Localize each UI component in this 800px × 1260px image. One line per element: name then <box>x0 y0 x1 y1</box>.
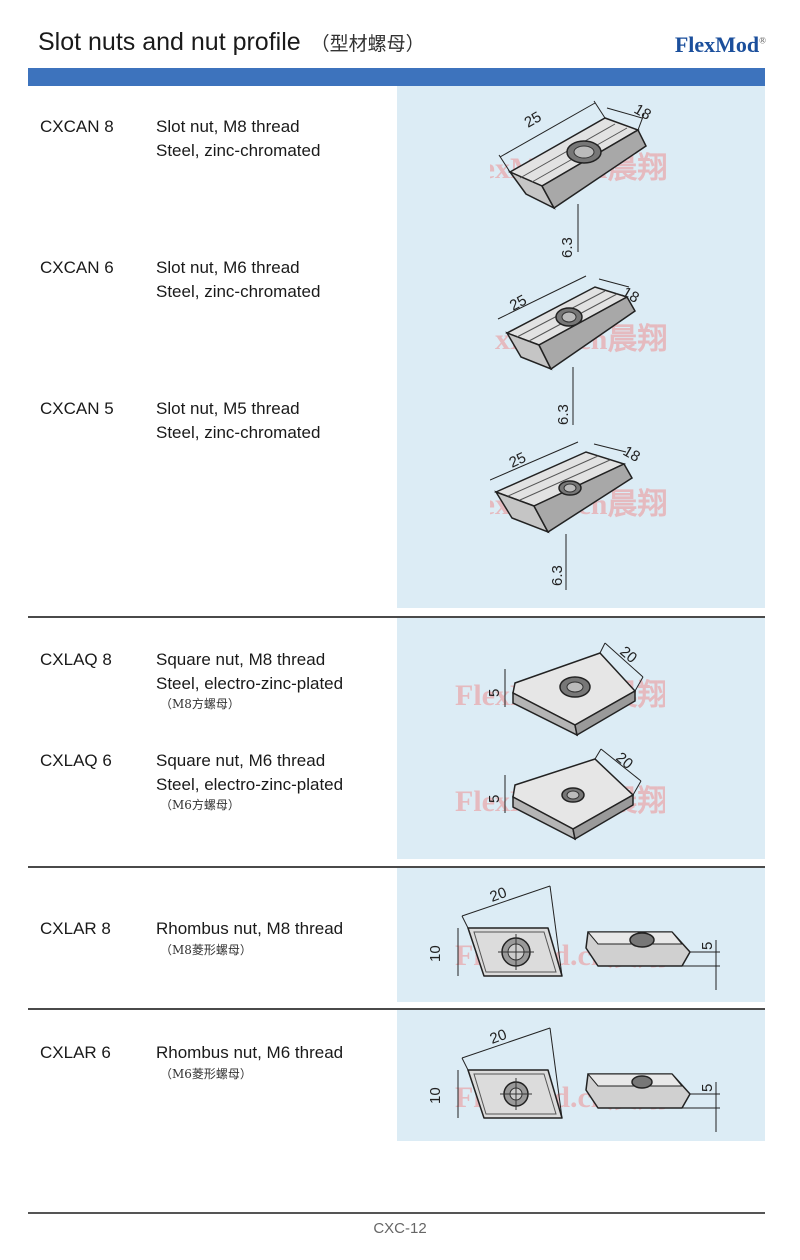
registered-mark: ® <box>759 35 766 46</box>
section-divider <box>28 1008 765 1010</box>
chinese-name: （M8方螺母） <box>160 697 240 711</box>
width-dimension: 18 <box>631 101 654 124</box>
product-code: CXLAQ 6 <box>40 751 112 770</box>
material-line: Steel, electro-zinc-plated <box>156 775 344 794</box>
height-dimension: 6.3 <box>549 565 566 586</box>
length-dimension: 25 <box>522 108 545 131</box>
chinese-name: （M6方螺母） <box>160 798 240 812</box>
title-text: Slot nuts and nut profile <box>38 28 301 56</box>
material-line: Steel, zinc-chromated <box>156 423 321 442</box>
height-dimension: 5 <box>486 689 503 697</box>
slot-nut-drawing-m8: FlexMod.cn晨翔 25 18 6.3 <box>490 100 705 270</box>
material-line: Steel, zinc-chromated <box>156 282 321 301</box>
width-dimension: 20 <box>612 749 636 773</box>
description-line: Slot nut, M6 thread <box>156 258 300 277</box>
description-line: Slot nut, M5 thread <box>156 399 300 418</box>
footer-rule <box>28 1212 765 1214</box>
product-description: Rhombus nut, M8 thread <box>156 917 343 941</box>
length-dimension: 20 <box>488 884 509 906</box>
length-dimension: 25 <box>507 292 530 315</box>
length-dimension: 25 <box>507 449 529 471</box>
brand-logo: FlexMod® <box>675 32 766 58</box>
width-dimension: 20 <box>616 643 640 667</box>
slot-nut-drawing-m5: FlexMod.cn晨翔 25 18 6.3 <box>490 440 690 600</box>
title-chinese: （型材螺母） <box>310 33 425 55</box>
description-line: Rhombus nut, M8 thread <box>156 919 344 938</box>
square-nut-drawing-m6: FlexMod.cn晨翔 5 20 <box>455 745 665 855</box>
header-bar <box>28 68 765 86</box>
product-code: CXLAQ 8 <box>40 650 112 669</box>
description-line: Square nut, M6 thread <box>156 751 326 770</box>
height-dimension: 5 <box>486 795 503 803</box>
width-dimension: 18 <box>620 443 643 466</box>
section-divider <box>28 616 765 618</box>
product-code: CXCAN 5 <box>40 399 114 418</box>
product-code: CXCAN 6 <box>40 258 114 277</box>
description-line: Rhombus nut, M6 thread <box>156 1043 344 1062</box>
height-dimension: 5 <box>699 1084 716 1092</box>
product-code: CXLAR 6 <box>40 1043 111 1062</box>
width-dimension: 10 <box>427 1087 444 1104</box>
brand-name: FlexMod <box>674 32 760 57</box>
page-header: Slot nuts and nut profile （型材螺母） FlexMod® <box>38 28 766 68</box>
rhombus-nut-drawing-m8: FlexMod.cn晨翔 10 20 5 <box>420 880 740 995</box>
description-line: Slot nut, M8 thread <box>156 117 300 136</box>
width-dimension: 10 <box>427 945 444 962</box>
product-code: CXCAN 8 <box>40 117 114 136</box>
height-dimension: 5 <box>699 942 716 950</box>
length-dimension: 20 <box>488 1026 509 1048</box>
material-line: Steel, electro-zinc-plated <box>156 674 344 693</box>
height-dimension: 6.3 <box>555 404 572 425</box>
page-number: CXC-12 <box>373 1220 427 1237</box>
material-line: Steel, zinc-chromated <box>156 141 321 160</box>
slot-nut-drawing-m6: FlexMod.cn晨翔 25 18 6.3 <box>495 275 695 435</box>
height-dimension: 6.3 <box>559 237 576 258</box>
description-line: Square nut, M8 thread <box>156 650 326 669</box>
product-description: Rhombus nut, M6 thread <box>156 1041 343 1065</box>
chinese-name: （M6菱形螺母） <box>160 1067 252 1081</box>
section-divider <box>28 866 765 868</box>
product-code: CXLAR 8 <box>40 919 111 938</box>
square-nut-drawing-m8: FlexMod.cn晨翔 5 20 <box>455 635 665 745</box>
chinese-name: （M8菱形螺母） <box>160 943 252 957</box>
rhombus-nut-drawing-m6: FlexMod.cn晨翔 10 20 5 <box>420 1022 740 1137</box>
page-title: Slot nuts and nut profile （型材螺母） <box>38 28 425 57</box>
width-dimension: 18 <box>619 284 642 307</box>
